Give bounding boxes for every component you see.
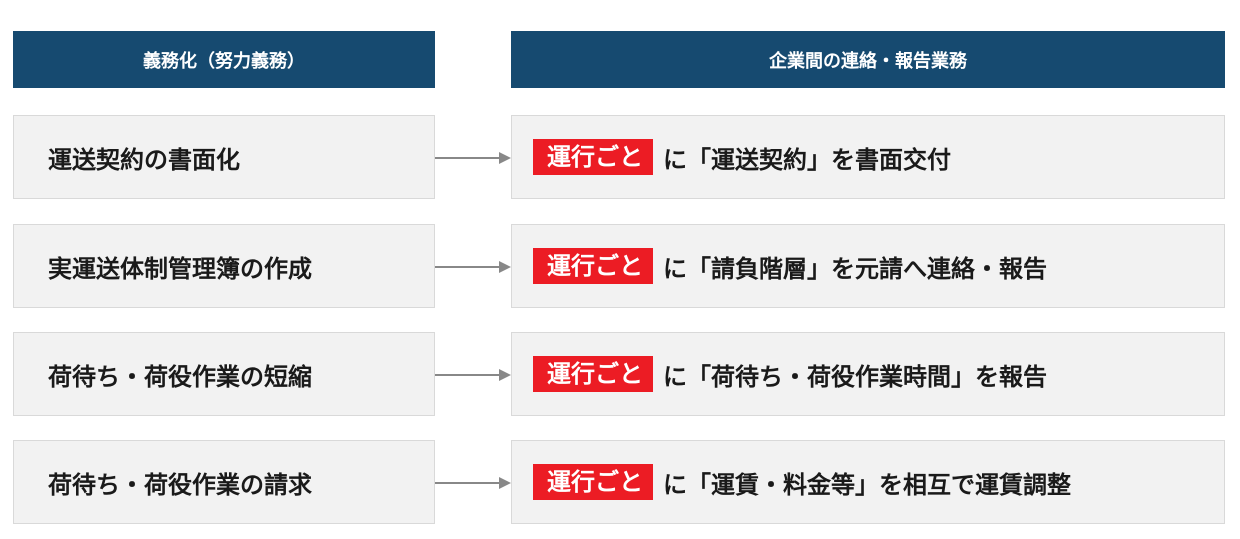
reporting-label-3: に「荷待ち・荷役作業時間」を報告 — [663, 362, 1047, 391]
reporting-label-4: に「運賃・料金等」を相互で運賃調整 — [663, 470, 1071, 499]
obligation-label-2: 実運送体制管理簿の作成 — [48, 254, 312, 283]
obligation-label-4: 荷待ち・荷役作業の請求 — [48, 470, 312, 499]
arrow-right-icon — [435, 477, 511, 489]
reporting-label-1: に「運送契約」を書面交付 — [663, 145, 951, 174]
reporting-box-2: 運行ごとに「請負階層」を元請へ連絡・報告 — [511, 224, 1225, 308]
arrow-right-icon — [435, 261, 511, 273]
obligation-label-1: 運送契約の書面化 — [48, 145, 240, 174]
per-operation-tag-3: 運行ごと — [533, 356, 653, 392]
header-inter-company-reporting: 企業間の連絡・報告業務 — [511, 31, 1225, 88]
obligation-box-1: 運送契約の書面化 — [13, 115, 435, 199]
per-operation-tag-4: 運行ごと — [533, 464, 653, 500]
reporting-box-3: 運行ごとに「荷待ち・荷役作業時間」を報告 — [511, 332, 1225, 416]
arrow-right-icon — [435, 152, 511, 164]
arrow-right-icon — [435, 369, 511, 381]
reporting-label-2: に「請負階層」を元請へ連絡・報告 — [663, 254, 1047, 283]
reporting-box-4: 運行ごとに「運賃・料金等」を相互で運賃調整 — [511, 440, 1225, 524]
per-operation-tag-1: 運行ごと — [533, 139, 653, 175]
obligation-box-4: 荷待ち・荷役作業の請求 — [13, 440, 435, 524]
per-operation-tag-2: 運行ごと — [533, 248, 653, 284]
obligation-label-3: 荷待ち・荷役作業の短縮 — [48, 362, 312, 391]
obligation-box-2: 実運送体制管理簿の作成 — [13, 224, 435, 308]
obligation-box-3: 荷待ち・荷役作業の短縮 — [13, 332, 435, 416]
reporting-box-1: 運行ごとに「運送契約」を書面交付 — [511, 115, 1225, 199]
header-obligation: 義務化（努力義務） — [13, 31, 435, 88]
